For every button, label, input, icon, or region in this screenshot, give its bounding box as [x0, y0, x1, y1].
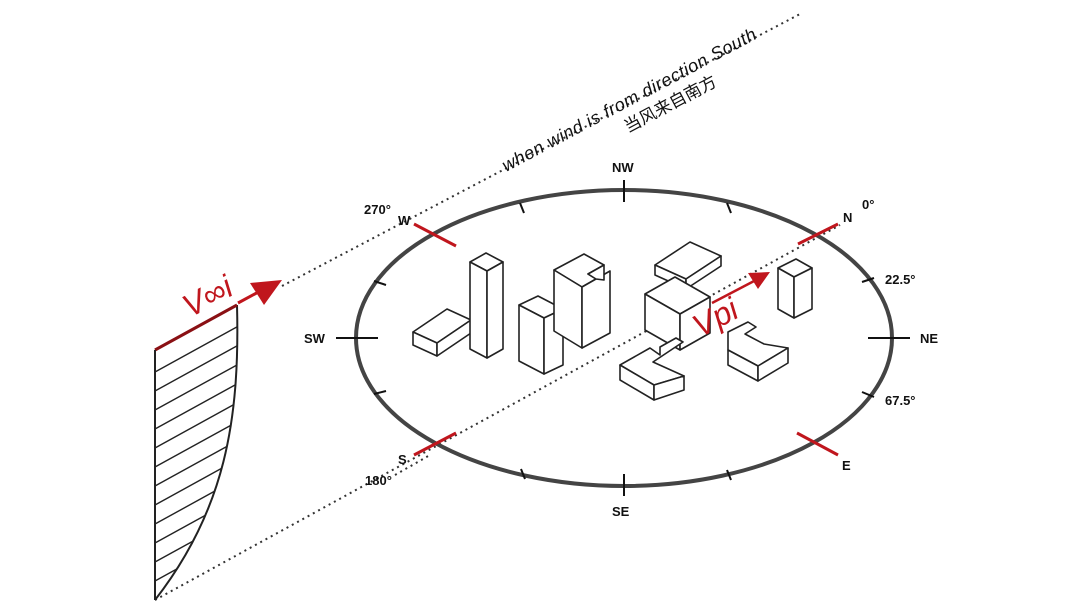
- middle-projection-line: [154, 224, 841, 601]
- building-l-shaped-low: [619, 337, 685, 401]
- label-ne: NE: [920, 331, 938, 346]
- local-arrow-shaft: [711, 278, 757, 305]
- tick-minor-4: [861, 277, 875, 283]
- local-arrowhead: [748, 272, 770, 289]
- hatch-line-5: [154, 424, 231, 468]
- tick-minor-6: [861, 391, 875, 398]
- label-a180: 180°: [365, 473, 392, 488]
- hatch-line-3: [154, 384, 236, 430]
- compass-ticks: [336, 180, 910, 496]
- building-tall-tower: [469, 252, 504, 359]
- lower-projection-line: [394, 454, 431, 476]
- wind-profile: [154, 303, 239, 601]
- mark-e: [796, 431, 839, 457]
- local-vector-arrow: [711, 272, 770, 305]
- profile-top-edge: [154, 303, 238, 352]
- building-l-shaped-tower: [553, 253, 611, 349]
- hatch-line-1: [154, 345, 238, 392]
- buildings: [412, 241, 813, 401]
- label-a270: 270°: [364, 202, 391, 217]
- tick-minor-3: [373, 280, 387, 286]
- hatch-line-2: [154, 364, 237, 411]
- red-direction-marks: [413, 222, 839, 457]
- label-w: W: [398, 213, 411, 228]
- mark-w: [413, 222, 457, 248]
- profile-hatch-lines: [154, 326, 238, 582]
- label-s: S: [398, 452, 407, 467]
- inflow-vector-label: V∞i: [176, 268, 239, 324]
- mark-n: [797, 222, 839, 246]
- hatch-line-4: [154, 404, 234, 449]
- mark-s: [413, 431, 457, 457]
- building-low-slab-left: [412, 308, 472, 357]
- hatch-line-7: [154, 467, 222, 506]
- tick-minor-2: [726, 202, 732, 214]
- label-se: SE: [612, 504, 630, 519]
- label-a22: 22.5°: [885, 272, 916, 287]
- label-n: N: [843, 210, 852, 225]
- tick-minor-8: [726, 469, 732, 481]
- label-sw: SW: [304, 331, 326, 346]
- profile-curve: [154, 304, 239, 601]
- hatch-line-0: [154, 326, 238, 373]
- hatch-line-11: [154, 568, 178, 582]
- label-e: E: [842, 458, 851, 473]
- tick-minor-5: [373, 390, 387, 395]
- projection-lines: [154, 13, 841, 601]
- label-a67: 67.5°: [885, 393, 916, 408]
- hatch-line-10: [154, 540, 194, 563]
- tick-minor-7: [520, 468, 526, 480]
- building-small-tower-right: [777, 258, 813, 319]
- hatch-line-9: [154, 514, 206, 544]
- upper-projection-line: [281, 13, 801, 287]
- inflow-arrowhead: [250, 280, 282, 305]
- label-a0: 0°: [862, 197, 874, 212]
- label-nw: NW: [612, 160, 634, 175]
- building-u-shaped-low: [727, 321, 789, 382]
- building-center-cube: [644, 276, 711, 351]
- caption-english: when wind is from direction South: [498, 24, 760, 176]
- hatch-line-8: [154, 490, 215, 525]
- inflow-vector-arrow: [237, 280, 282, 305]
- tick-minor-1: [519, 202, 525, 214]
- hatch-line-6: [154, 445, 228, 487]
